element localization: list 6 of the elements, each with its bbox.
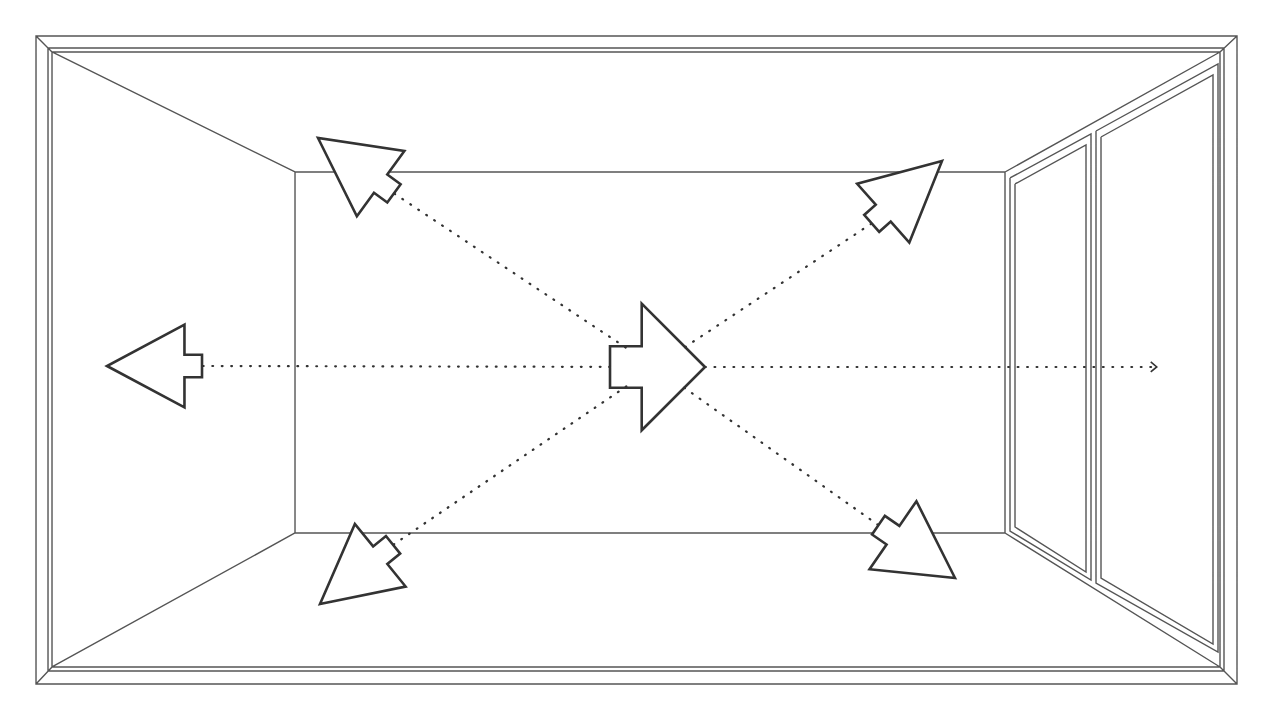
- dotted-line: [684, 222, 873, 349]
- dotted-line: [683, 386, 880, 527]
- dotted-line: [392, 192, 627, 349]
- dotted-line: [391, 385, 628, 546]
- dotted-arrow: [703, 361, 1158, 373]
- dotted-line: [200, 364, 612, 368]
